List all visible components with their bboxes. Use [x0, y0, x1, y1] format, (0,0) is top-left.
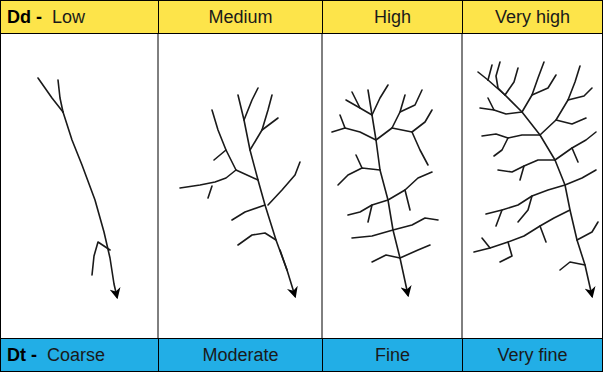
texture-cell: Very fine	[462, 338, 603, 372]
texture-cell: Dt - Coarse	[0, 338, 159, 372]
density-cell: Medium	[158, 0, 323, 34]
texture-cell: Fine	[322, 338, 463, 372]
class-label: Moderate	[202, 345, 278, 366]
class-label: Fine	[375, 345, 410, 366]
symbol-label: Dd -	[7, 7, 42, 28]
class-label: Medium	[208, 7, 272, 28]
symbol-label: Dt -	[7, 345, 37, 366]
class-label: Coarse	[47, 345, 105, 366]
density-cell: Dd - Low	[0, 0, 159, 34]
class-label: Very fine	[497, 345, 567, 366]
density-cell: High	[322, 0, 463, 34]
class-label: Very high	[495, 7, 570, 28]
texture-cell: Moderate	[158, 338, 323, 372]
density-cell: Very high	[462, 0, 603, 34]
class-label: High	[374, 7, 411, 28]
class-label: Low	[52, 7, 85, 28]
